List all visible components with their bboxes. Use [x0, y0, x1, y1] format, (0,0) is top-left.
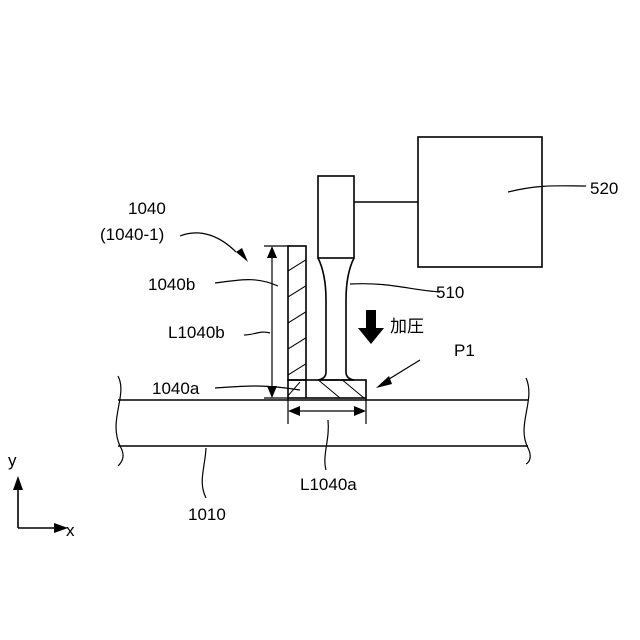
dimension-L1040a: [288, 398, 366, 424]
label-1040-1: (1040-1): [100, 225, 164, 244]
leader-510: [350, 284, 440, 292]
coordinate-axes: [13, 476, 68, 533]
dimension-L1040b: [264, 246, 290, 398]
axis-y-label: y: [8, 451, 17, 470]
label-L1040b: L1040b: [168, 323, 225, 342]
label-p1: P1: [454, 341, 475, 360]
label-520: 520: [590, 179, 618, 198]
leader-520: [508, 186, 586, 192]
pressure-arrow-icon: [358, 310, 384, 344]
label-1040b: 1040b: [148, 275, 195, 294]
label-1010: 1010: [188, 505, 226, 524]
label-1040: 1040: [128, 199, 166, 218]
unit-520: [418, 137, 542, 267]
label-1040a: 1040a: [152, 379, 200, 398]
p1-arrow-icon: [376, 360, 420, 388]
label-pressure: 加圧: [390, 317, 424, 336]
leader-L1040b: [244, 332, 270, 335]
label-510: 510: [436, 283, 464, 302]
axis-x-label: x: [66, 521, 75, 540]
tool-510: [306, 176, 354, 398]
leader-L1040a: [325, 420, 328, 470]
leader-1040: [180, 233, 236, 252]
hatching-1040b: [280, 256, 312, 380]
leader-1040b: [215, 280, 278, 286]
leader-1010: [202, 448, 206, 498]
hatching-1040a-right: [316, 378, 364, 398]
label-L1040a: L1040a: [300, 475, 357, 494]
